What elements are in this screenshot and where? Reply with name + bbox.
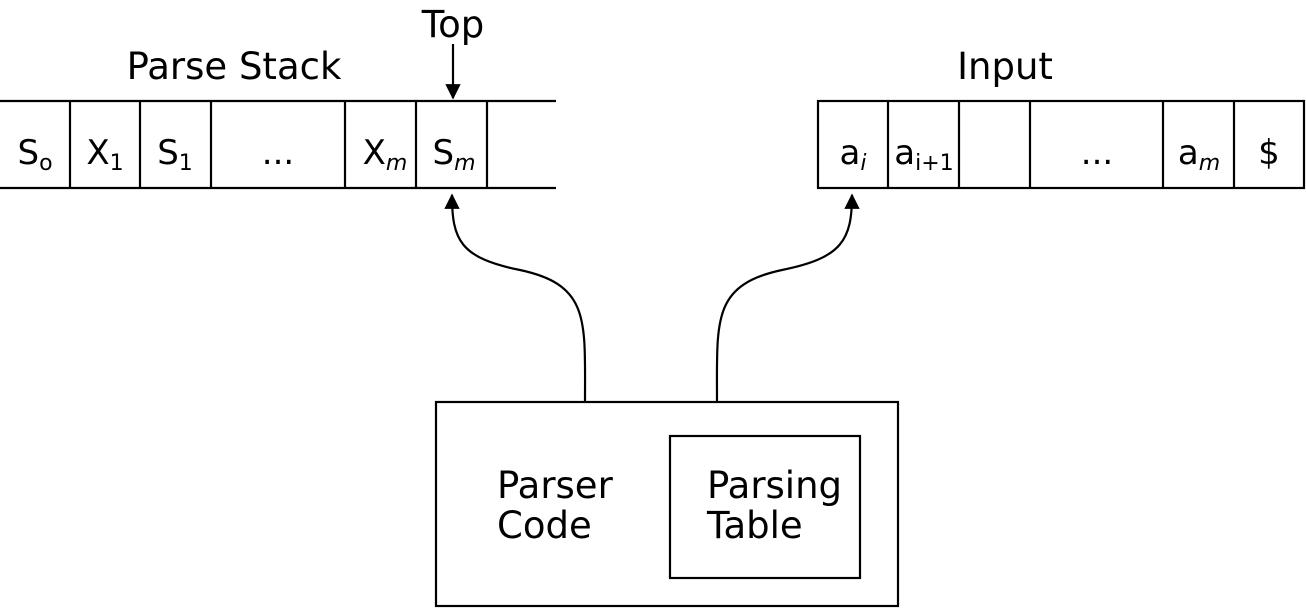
parser-box: Parser Code Parsing Table [434, 400, 900, 608]
stack-cell-xm: Xm [363, 133, 408, 176]
parser-code-label-line2: Code [497, 504, 592, 547]
input-cell-ellipsis: ... [1081, 133, 1113, 173]
parsing-table-box [668, 434, 862, 580]
stack-access-arrow [444, 193, 587, 403]
stack-cell-s0: So [17, 133, 52, 176]
parse-stack-label: Parse Stack [127, 45, 342, 88]
parser-code-label: Parser [497, 464, 614, 507]
stack-cell-ellipsis: ... [262, 133, 294, 173]
input-cell-ai-plus-1: ai+1 [894, 133, 953, 176]
input-access-arrow [715, 193, 860, 403]
input-label: Input [957, 45, 1053, 88]
parser-code-box [434, 400, 900, 608]
parsing-table-label-line2: Table [706, 504, 803, 547]
parse-stack: So X1 S1 ... Xm Sm [0, 99, 556, 190]
input-cell-end-marker: $ [1258, 133, 1280, 173]
input-tape-border [816, 99, 1306, 190]
stack-cell-sm: Sm [432, 133, 475, 176]
stack-cell-s1: S1 [157, 133, 193, 176]
input-tape: ai ai+1 ... am $ [816, 99, 1306, 190]
top-label: Top [421, 3, 484, 46]
stack-cell-x1: X1 [86, 133, 123, 176]
input-cell-am: am [1178, 133, 1220, 176]
input-cell-ai: ai [840, 133, 867, 176]
parsing-table-label: Parsing [707, 464, 842, 507]
